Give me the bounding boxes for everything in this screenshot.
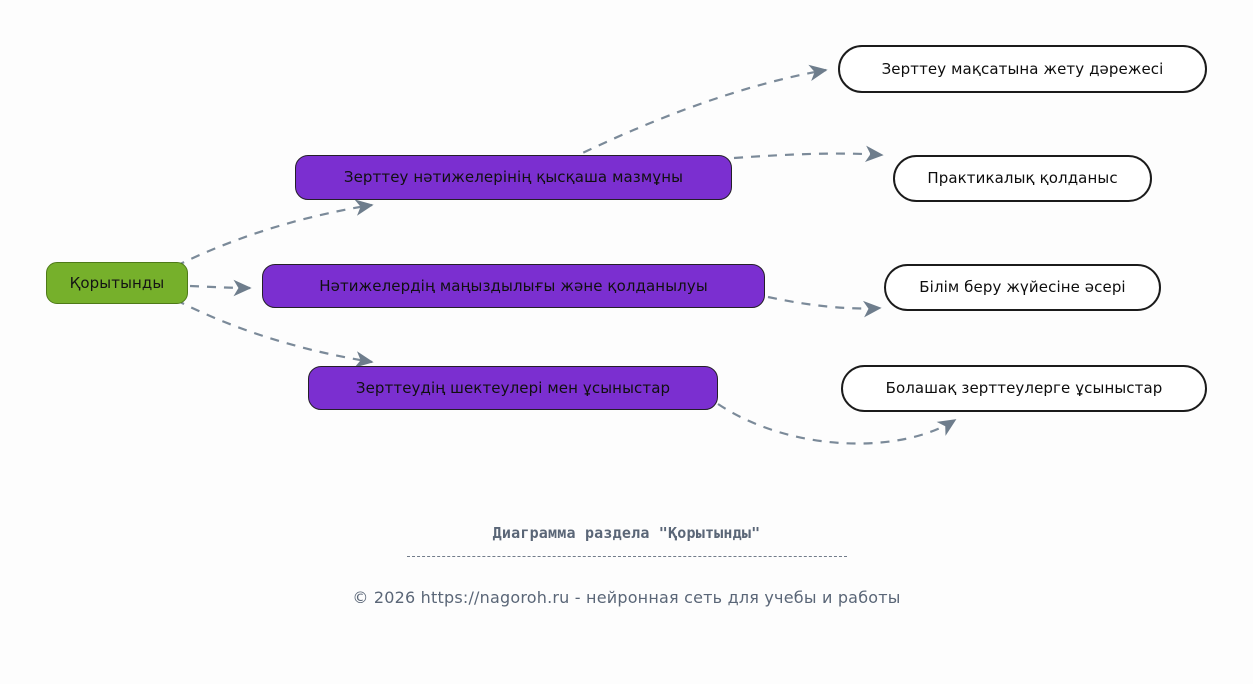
node-branch-1[interactable]: Зерттеу нәтижелерінің қысқаша мазмұны xyxy=(295,155,732,200)
node-leaf-2[interactable]: Практикалық қолданыс xyxy=(893,155,1152,202)
node-branch-2[interactable]: Нәтижелердің маңыздылығы және қолданылуы xyxy=(262,264,765,308)
edge-root-to-branch-1 xyxy=(175,199,374,267)
node-leaf-3-label: Білім беру жүйесіне әсері xyxy=(919,278,1126,296)
node-branch-3[interactable]: Зерттеудің шектеулері мен ұсыныстар xyxy=(308,366,718,410)
node-leaf-4-label: Болашақ зерттеулерге ұсыныстар xyxy=(885,379,1163,397)
node-branch-1-label: Зерттеу нәтижелерінің қысқаша мазмұны xyxy=(343,168,684,186)
node-branch-3-label: Зерттеудің шектеулері мен ұсыныстар xyxy=(355,378,671,397)
node-leaf-2-label: Практикалық қолданыс xyxy=(927,169,1118,187)
node-root-korytyndy[interactable]: Қорытынды xyxy=(46,262,188,304)
node-leaf-1[interactable]: Зерттеу мақсатына жету дәрежесі xyxy=(838,45,1207,93)
node-leaf-1-label: Зерттеу мақсатына жету дәрежесі xyxy=(881,59,1164,78)
edge-branch-1-to-leaf-1 xyxy=(567,64,828,161)
caption-divider xyxy=(406,556,847,557)
node-leaf-3[interactable]: Білім беру жүйесіне әсері xyxy=(884,264,1161,311)
node-leaf-4[interactable]: Болашақ зерттеулерге ұсыныстар xyxy=(841,365,1207,412)
edge-branch-1-to-leaf-2 xyxy=(733,145,884,163)
edge-root-to-branch-3 xyxy=(175,299,374,368)
diagram-caption: Диаграмма раздела "Қорытынды" xyxy=(0,524,1253,557)
edge-root-to-branch-2 xyxy=(189,279,252,297)
node-branch-2-label: Нәтижелердің маңыздылығы және қолданылуы xyxy=(319,276,708,295)
edge-branch-2-to-leaf-3 xyxy=(767,295,882,318)
footer-copyright: © 2026 https://nagoroh.ru - нейронная се… xyxy=(352,588,901,607)
caption-title: Диаграмма раздела "Қорытынды" xyxy=(492,524,761,542)
node-root-label: Қорытынды xyxy=(69,273,165,292)
